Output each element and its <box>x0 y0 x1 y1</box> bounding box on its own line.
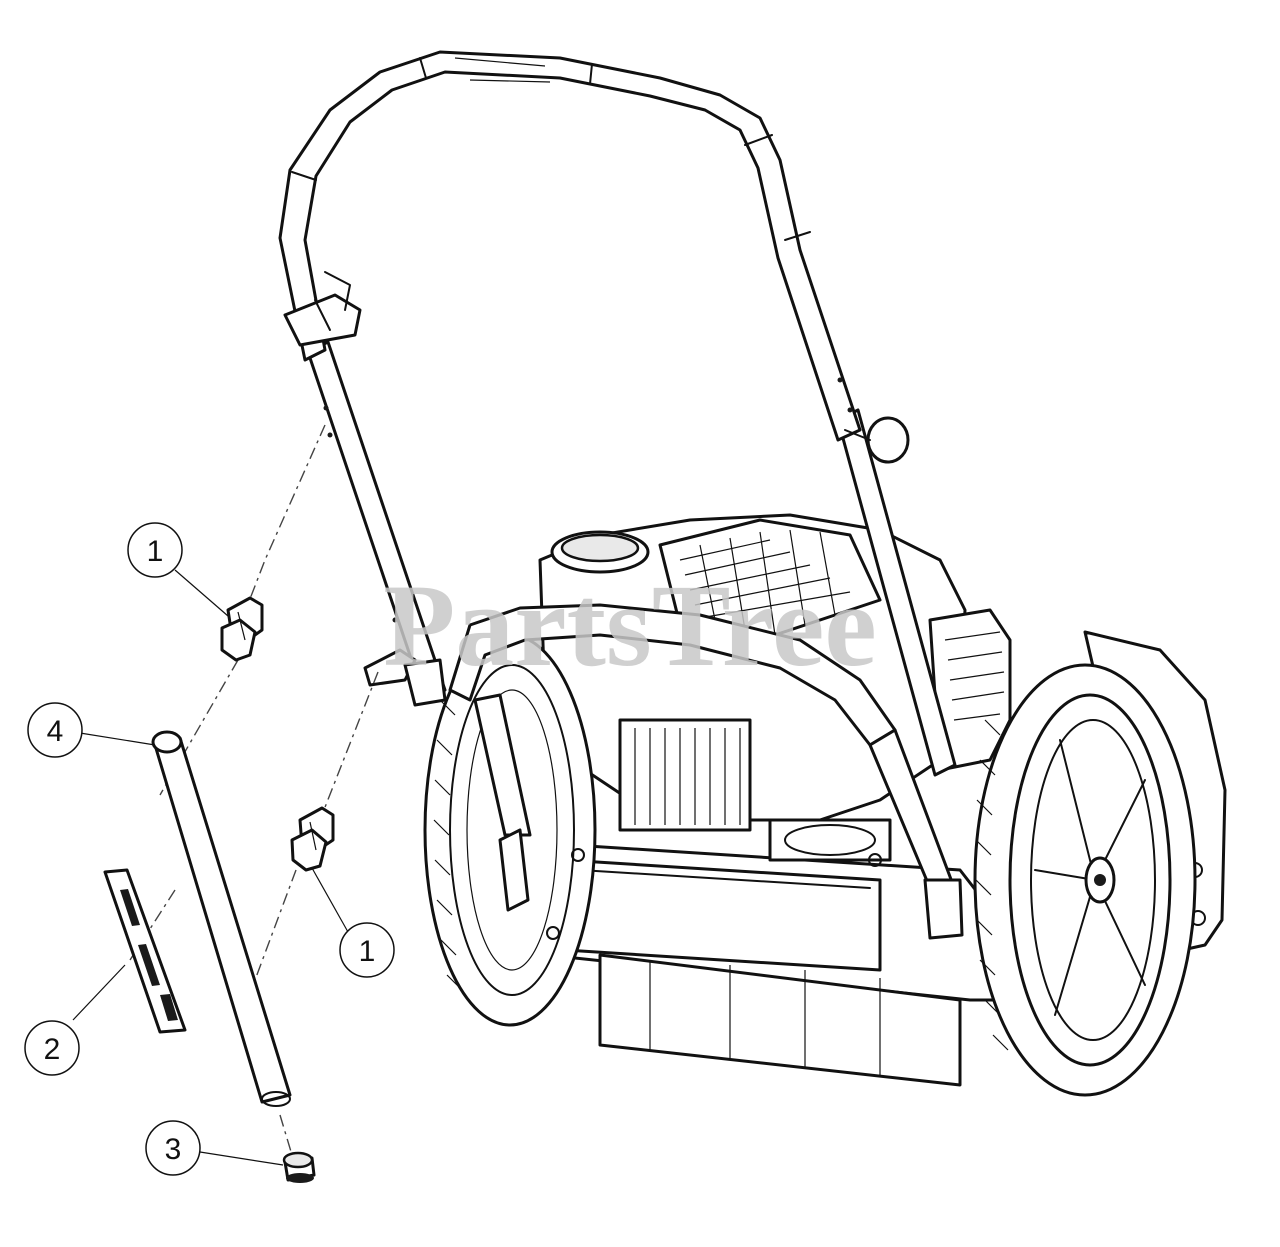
callout-3: 3 <box>145 1120 284 1176</box>
frame-box <box>563 858 882 972</box>
callout-label: 4 <box>47 715 64 748</box>
decal <box>103 868 187 1034</box>
callout-1-upper: 1 <box>127 522 229 617</box>
trimmer-machine <box>278 50 1227 1097</box>
main-handle <box>278 50 957 777</box>
callout-1-lower: 1 <box>311 867 395 978</box>
engine <box>538 513 1012 862</box>
cylinder-fins <box>618 718 752 832</box>
callout-label: 3 <box>165 1133 182 1166</box>
callout-label: 1 <box>147 535 164 568</box>
tube <box>151 730 292 1107</box>
fasteners <box>498 828 964 940</box>
cable-clip-upper <box>220 596 264 662</box>
callout-4: 4 <box>27 702 156 758</box>
callout-2: 2 <box>24 964 126 1076</box>
callout-label: 2 <box>44 1033 61 1066</box>
front-bumper-bar <box>448 603 957 902</box>
right-wheel <box>973 663 1197 1097</box>
end-cap <box>282 1151 316 1183</box>
callout-label: 1 <box>359 935 376 968</box>
cable-clip-lower <box>290 806 335 872</box>
watermark: PartsTree <box>383 560 877 691</box>
